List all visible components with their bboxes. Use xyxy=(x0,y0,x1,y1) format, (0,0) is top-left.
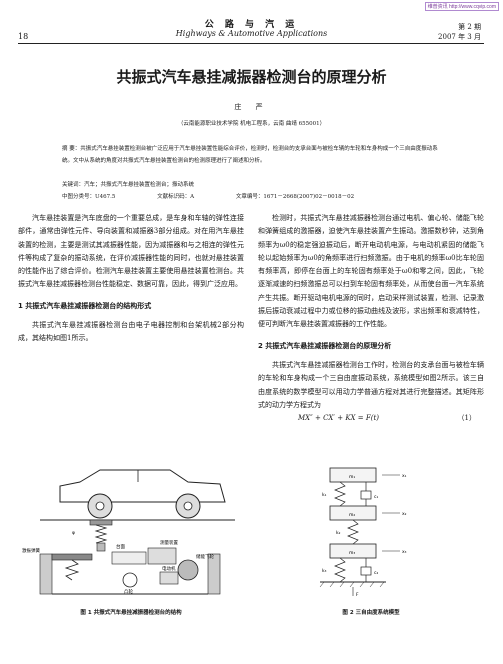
m3-label: m₃ xyxy=(349,551,355,556)
m2-label: m₂ xyxy=(349,513,355,518)
left-support xyxy=(39,553,53,595)
journal-title-cn: 公 路 与 汽 运 xyxy=(204,20,299,30)
abstract: 摘 要：共振式汽车悬挂装置检测台被广泛应用于汽车悬挂装置性能综合评价，检测时，检… xyxy=(62,146,438,164)
m1-label: m₁ xyxy=(349,475,355,480)
issue-date: 2007 年 3 月 xyxy=(438,33,481,41)
clc-number: 中图分类号：U467.5 xyxy=(62,194,116,200)
left-column: 汽车悬挂装置是汽车底盘的一个重要总成，是车身和车轴的弹性连接部件，通常由弹性元件… xyxy=(18,212,244,346)
platform-label: 台面 xyxy=(116,543,125,550)
mass-1 xyxy=(329,467,377,483)
measuring-device-label: 测量装置 xyxy=(160,539,178,546)
spring-k1 xyxy=(334,481,346,507)
phi-label: φ xyxy=(72,531,75,536)
classification-line: 中图分类号：U467.5 文献标识码：A 文章编号：1671－2668(2007… xyxy=(62,192,462,200)
platform xyxy=(111,551,147,565)
issue-info: 第 2 期 2007 年 3 月 xyxy=(438,22,481,42)
spring-k2 xyxy=(347,519,359,545)
eccentric-wheel xyxy=(122,572,138,588)
flywheel-label: 储能飞轮 xyxy=(196,553,214,560)
c1-label: c₁ xyxy=(374,495,378,500)
damper-c1 xyxy=(360,490,372,500)
section-1-paragraph: 共振式汽车悬挂减振器检测台由电子电器控制和台架机械2部分构成，其结构如图1所示。 xyxy=(18,321,244,343)
figure-1-caption: 图 1 共振式汽车悬挂减振器检测台的结构 xyxy=(80,610,182,616)
k3-label: k₃ xyxy=(322,568,327,574)
motor-label: 电动机 xyxy=(162,565,176,572)
keywords: 关键词：汽车；共振式汽车悬挂装置检测台；振动系统 xyxy=(62,182,195,188)
working-principle-paragraph: 检测时，共振式汽车悬挂减振器检测台通过电机、偏心轮、储能飞轮和弹簧组成的激振器，… xyxy=(258,214,484,329)
k1-label: k₁ xyxy=(322,492,327,498)
journal-title-en: Highways & Automotive Applications xyxy=(175,29,328,38)
article-title: 共振式汽车悬挂减振器检测台的原理分析 xyxy=(116,68,387,86)
figure-2-diagram: m₁ x₁ k₁ c₁ m₂ x₂ k₂ m₃ x₃ k₃ c₂ F xyxy=(319,467,407,598)
right-support xyxy=(207,553,221,595)
issue-number: 第 2 期 xyxy=(458,23,481,31)
watermark: 维普资讯 http://www.cqvip.com xyxy=(424,2,499,11)
eccentric-label: 凸轮 xyxy=(124,588,133,595)
x2-label: x₂ xyxy=(402,512,407,517)
motor xyxy=(159,571,179,585)
platform-plate xyxy=(89,519,113,526)
c2-label: c₂ xyxy=(374,571,378,576)
section-2-heading: 2 共振式汽车悬挂减振器检测台的原理分析 xyxy=(258,341,392,350)
figure-2-caption: 图 2 三自由度系统模型 xyxy=(342,610,400,616)
k2-label: k₂ xyxy=(336,530,341,536)
flywheel xyxy=(177,559,199,581)
mass-3 xyxy=(329,543,377,559)
suspension-spring xyxy=(94,524,108,544)
exciting-spring xyxy=(64,559,80,581)
equation: MX″ + CX′ + KX = F(t) xyxy=(298,414,379,423)
section-1-heading: 1 共振式汽车悬挂减振器检测台的结构形式 xyxy=(18,301,152,310)
right-column: 检测时，共振式汽车悬挂减振器检测台通过电机、偏心轮、储能飞轮和弹簧组成的激振器，… xyxy=(258,212,484,425)
car-body xyxy=(59,469,226,503)
platform-bar xyxy=(51,553,93,561)
x3-label: x₃ xyxy=(402,550,407,555)
header-rule xyxy=(18,43,484,44)
intro-paragraph: 汽车悬挂装置是汽车底盘的一个重要总成，是车身和车轴的弹性连接部件，通常由弹性元件… xyxy=(18,214,244,289)
x1-label: x₁ xyxy=(402,474,407,479)
spring-k3 xyxy=(334,557,346,583)
article-number: 文章编号：1671－2668(2007)02－0018－02 xyxy=(235,194,355,200)
document-code: 文献标识码：A xyxy=(157,194,195,200)
figure-1-diagram: φ 激振弹簧 台面 测量装置 储能飞轮 电动机 凸轮 xyxy=(22,469,235,595)
equation-line: MX″ + CX′ + KX = F(t) （1） xyxy=(258,412,484,425)
affiliation: （云南能源职业技术学院 机电工程系，云南 曲靖 655001） xyxy=(177,121,326,127)
section-2-paragraph: 共振式汽车悬挂减振器检测台工作时，检测台的支承台面与被检车辆的车轮和车身构成一个… xyxy=(258,360,484,409)
measuring-device xyxy=(147,547,177,565)
equation-number: （1） xyxy=(457,414,476,423)
force-label: F xyxy=(356,592,359,598)
damper-c2 xyxy=(360,566,372,576)
exciting-spring-label: 激振弹簧 xyxy=(22,547,40,554)
page-number: 18 xyxy=(18,32,29,41)
author: 庄 严 xyxy=(234,103,269,111)
